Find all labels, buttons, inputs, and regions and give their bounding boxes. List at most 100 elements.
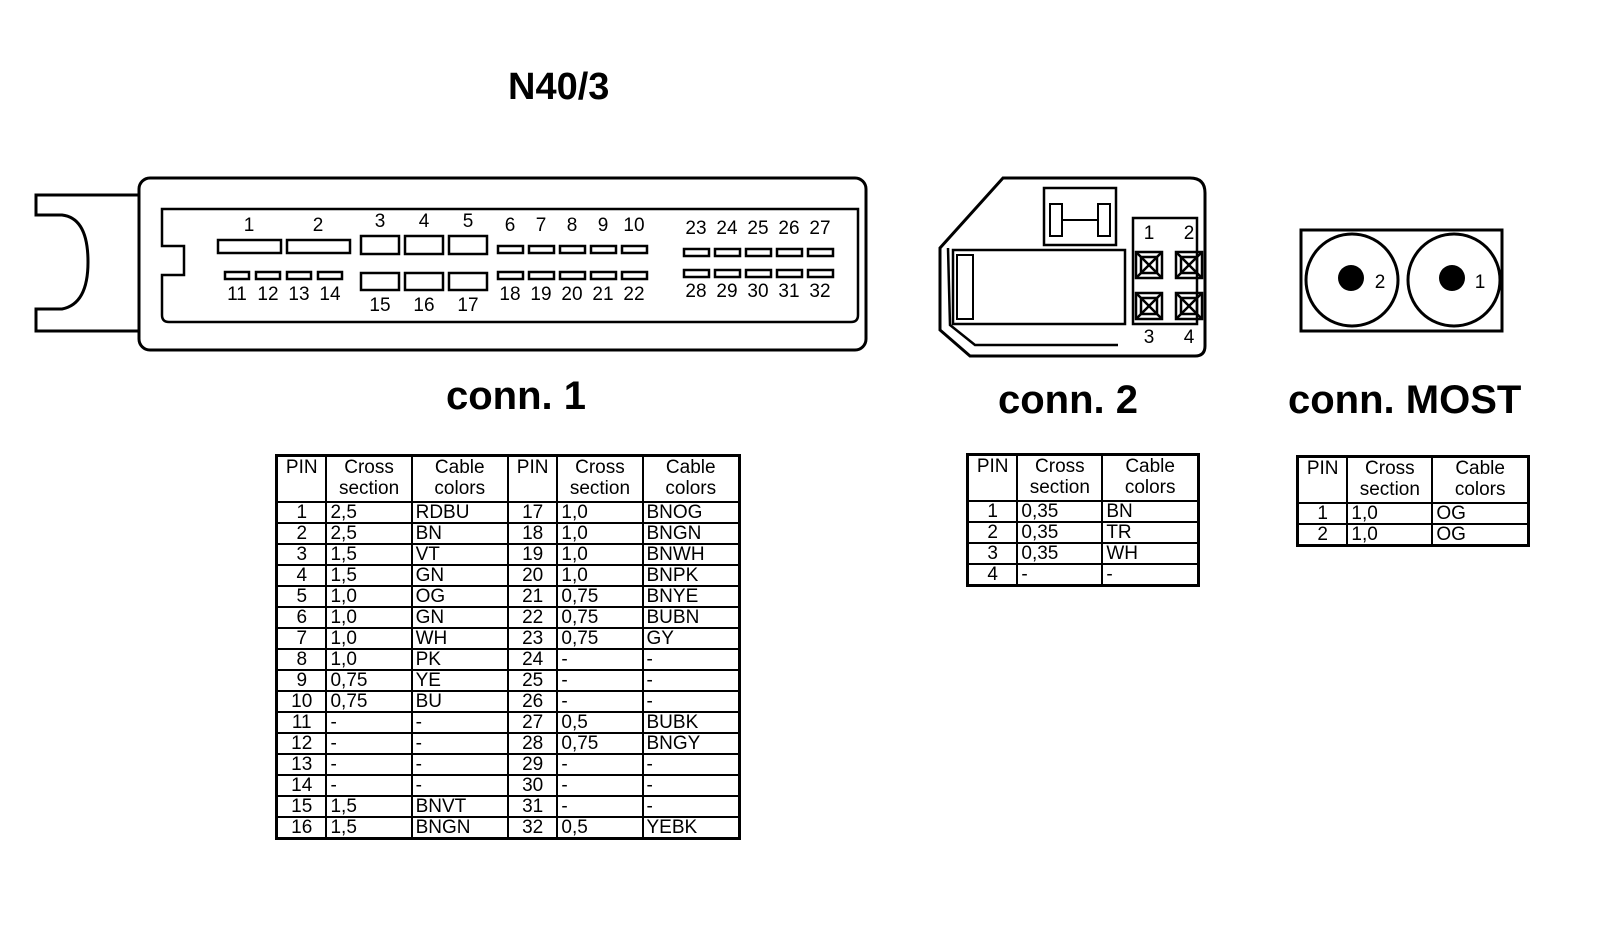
table-cell: BN xyxy=(1101,500,1200,523)
pin-label: 3 xyxy=(375,211,386,232)
pin-label: 1 xyxy=(244,215,255,236)
conn1-latch xyxy=(34,193,140,333)
conn1-pins xyxy=(216,234,835,292)
table-cell: GN xyxy=(410,564,509,587)
table-cell: 27 xyxy=(506,711,559,734)
most-pins xyxy=(1338,265,1465,291)
table-cell: 25 xyxy=(506,669,559,692)
table-cell: 18 xyxy=(506,522,559,545)
table-cell: BUBK xyxy=(641,711,741,734)
most-pin-2 xyxy=(1338,265,1364,291)
pin-label: 24 xyxy=(716,218,738,239)
conn2-latch xyxy=(1042,186,1118,247)
table-cell: - xyxy=(325,753,413,776)
table-cell: 1,0 xyxy=(325,648,413,671)
table-cell: 1 xyxy=(1296,502,1349,525)
pin-label: 5 xyxy=(463,211,474,232)
conn2-pins xyxy=(1134,250,1204,321)
conn1-label: conn. 1 xyxy=(446,374,587,418)
pin-label: 27 xyxy=(809,218,830,239)
table-cell: 14 xyxy=(275,774,328,797)
table-cell: 20 xyxy=(506,564,559,587)
table-cell: BNYE xyxy=(641,585,741,608)
table-cell: 0,5 xyxy=(556,816,644,840)
table-cell: 6 xyxy=(275,606,328,629)
conn2-drawing xyxy=(938,176,1207,358)
pin-label: 23 xyxy=(685,218,706,239)
table-cell: 2,5 xyxy=(325,501,413,524)
table-cell: 4 xyxy=(275,564,328,587)
table-cell: - xyxy=(556,795,644,818)
table-cell: RDBU xyxy=(410,501,509,524)
table-cell: BN xyxy=(410,522,509,545)
table-cell: 4 xyxy=(966,563,1019,587)
table-cell: YEBK xyxy=(641,816,741,840)
pin-label: 29 xyxy=(716,281,737,302)
table-cell: 1,5 xyxy=(325,543,413,566)
table-cell: - xyxy=(641,669,741,692)
table-cell: 1,0 xyxy=(1346,523,1434,547)
table-cell: - xyxy=(325,711,413,734)
table-cell: - xyxy=(1016,563,1104,587)
table-cell: 3 xyxy=(275,543,328,566)
table-cell: OG xyxy=(1431,502,1530,525)
pin-label: 26 xyxy=(778,218,799,239)
table-cell: 3 xyxy=(966,542,1019,565)
pin-label: 30 xyxy=(747,281,768,302)
table-cell: 7 xyxy=(275,627,328,650)
table-cell: 1,0 xyxy=(556,522,644,545)
table-cell: 1,0 xyxy=(325,627,413,650)
table-cell: 28 xyxy=(506,732,559,755)
table-cell: 0,35 xyxy=(1016,542,1104,565)
table-cell: 0,75 xyxy=(556,732,644,755)
pin-label: 21 xyxy=(592,284,613,305)
table-cell: - xyxy=(410,711,509,734)
table-cell: BNWH xyxy=(641,543,741,566)
table-cell: 1,0 xyxy=(556,543,644,566)
most-socket-2 xyxy=(1304,232,1400,328)
table-cell: BNGY xyxy=(641,732,741,755)
table-cell: BU xyxy=(410,690,509,713)
table-cell: 1 xyxy=(275,501,328,524)
pin-label: 4 xyxy=(419,211,430,232)
table-cell: 9 xyxy=(275,669,328,692)
table-row: 13--29-- xyxy=(275,753,741,776)
pin-label: 10 xyxy=(623,215,644,236)
table-cell: OG xyxy=(410,585,509,608)
table-cell: 21 xyxy=(506,585,559,608)
table-cell: - xyxy=(556,648,644,671)
table-cell: 16 xyxy=(275,816,328,840)
pin-label: 22 xyxy=(623,284,644,305)
table-cell: 0,75 xyxy=(556,606,644,629)
table-cell: 15 xyxy=(275,795,328,818)
pin-label: 31 xyxy=(778,281,799,302)
pin-label: 28 xyxy=(685,281,706,302)
table-cell: TR xyxy=(1101,521,1200,544)
page-title: N40/3 xyxy=(508,66,610,108)
conn2-label: conn. 2 xyxy=(998,378,1139,422)
table-cell: - xyxy=(325,732,413,755)
col-header-pin: PIN xyxy=(275,454,328,503)
table-cell: 1,0 xyxy=(556,501,644,524)
pin-label: 2 xyxy=(313,215,324,236)
pin-label: 7 xyxy=(536,215,547,236)
pin-label: 16 xyxy=(413,295,434,316)
most-drawing xyxy=(1299,228,1504,333)
conn1-drawing xyxy=(34,176,868,352)
